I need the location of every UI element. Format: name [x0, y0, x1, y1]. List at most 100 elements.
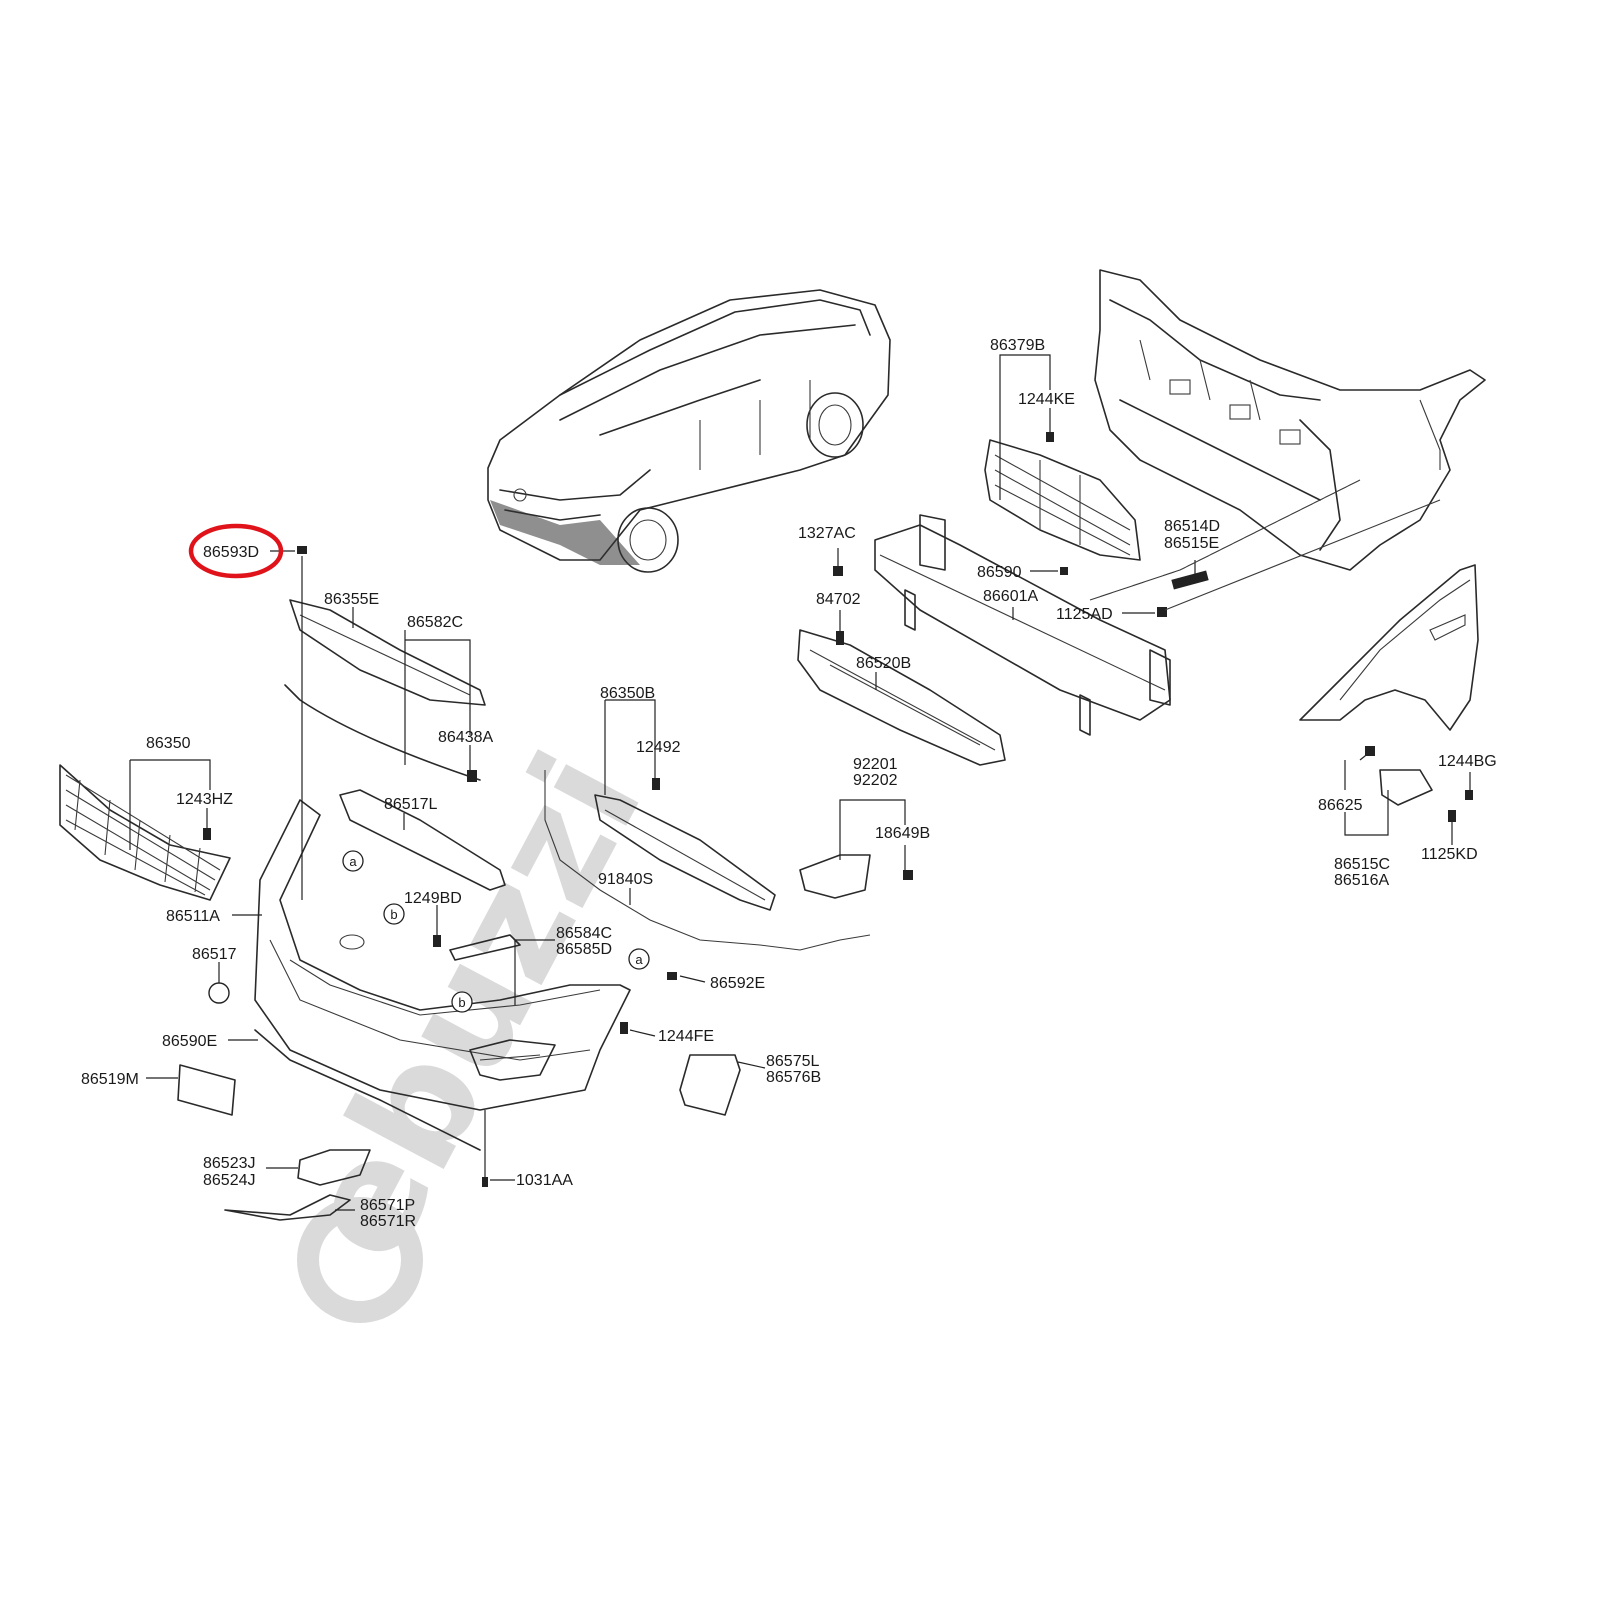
- front-bumper-cover: [254, 799, 631, 1111]
- fastener-1327AC: [833, 566, 843, 576]
- callout-b-2: b: [451, 991, 473, 1013]
- label-86517[interactable]: 86517: [192, 946, 237, 963]
- fastener-86625: [1365, 746, 1375, 756]
- part-labels: 86593D 86355E 86582C 86438A 86350 1243HZ…: [81, 337, 1497, 1230]
- label-86379B[interactable]: 86379B: [990, 337, 1045, 354]
- lower-grille: [594, 794, 776, 911]
- label-92201[interactable]: 92201: [853, 756, 898, 773]
- label-12492[interactable]: 12492: [636, 739, 681, 756]
- label-1327AC[interactable]: 1327AC: [798, 525, 856, 542]
- label-86576B[interactable]: 86576B: [766, 1069, 821, 1086]
- fastener-1125KD: [1448, 810, 1456, 822]
- label-86515C[interactable]: 86515C: [1334, 856, 1390, 873]
- label-86355E[interactable]: 86355E: [324, 591, 379, 608]
- license-plate-bracket: [177, 1064, 236, 1116]
- label-86514D[interactable]: 86514D: [1164, 518, 1220, 535]
- fender-bracket: [1379, 769, 1433, 806]
- label-86575L[interactable]: 86575L: [766, 1053, 819, 1070]
- bumper-beam: [874, 514, 1171, 736]
- callout-a-2: a: [628, 948, 650, 970]
- highlight-ring: [188, 523, 284, 579]
- label-86584C[interactable]: 86584C: [556, 925, 612, 942]
- fastener-1244KE: [1046, 432, 1054, 442]
- label-86438A[interactable]: 86438A: [438, 729, 493, 746]
- fasteners: [203, 432, 1473, 1187]
- car-illustration: [487, 289, 891, 573]
- label-1243HZ[interactable]: 1243HZ: [176, 791, 233, 808]
- label-86590E[interactable]: 86590E: [162, 1033, 217, 1050]
- parking-sensor-wiring: [544, 770, 871, 951]
- label-86350[interactable]: 86350: [146, 735, 191, 752]
- radiator-grille-insert: [984, 439, 1141, 561]
- leader-lines: [129, 354, 1471, 1211]
- label-86350B[interactable]: 86350B: [600, 685, 655, 702]
- side-bracket-strip: [449, 934, 521, 961]
- label-86515E[interactable]: 86515E: [1164, 535, 1219, 552]
- label-91840S[interactable]: 91840S: [598, 871, 653, 888]
- fender: [1299, 564, 1479, 731]
- callout-a-1: a: [342, 850, 364, 872]
- label-86523J[interactable]: 86523J: [203, 1155, 256, 1172]
- fastener-86593D: [297, 546, 307, 554]
- label-86593D[interactable]: 86593D: [203, 544, 259, 561]
- radiator-support: [1094, 269, 1486, 571]
- label-84702[interactable]: 84702: [816, 591, 861, 608]
- fastener-86514D: [1171, 570, 1209, 590]
- fastener-1249BD: [433, 935, 441, 947]
- label-86520B[interactable]: 86520B: [856, 655, 911, 672]
- fastener-86517: [208, 982, 230, 1004]
- fastener-86438A: [467, 770, 477, 782]
- label-86590[interactable]: 86590: [977, 564, 1022, 581]
- label-86511A[interactable]: 86511A: [166, 908, 220, 925]
- fastener-86592E: [667, 972, 677, 980]
- fog-lamp-bracket: [799, 854, 871, 899]
- label-86571R[interactable]: 86571R: [360, 1213, 416, 1230]
- label-1249BD[interactable]: 1249BD: [404, 890, 462, 907]
- label-1031AA[interactable]: 1031AA: [516, 1172, 573, 1189]
- label-86524J[interactable]: 86524J: [203, 1172, 256, 1189]
- fastener-1125AD: [1157, 607, 1167, 617]
- label-92202[interactable]: 92202: [853, 772, 898, 789]
- callout-letter: a: [635, 952, 643, 967]
- label-86592E[interactable]: 86592E: [710, 975, 765, 992]
- hood-molding: [284, 684, 481, 781]
- label-86517L[interactable]: 86517L: [384, 796, 437, 813]
- fastener-86590: [1060, 567, 1068, 575]
- label-18649B[interactable]: 18649B: [875, 825, 930, 842]
- callout-b-1: b: [383, 903, 405, 925]
- label-1244KE[interactable]: 1244KE: [1018, 391, 1075, 408]
- label-86601A[interactable]: 86601A: [983, 588, 1038, 605]
- callout-letter: a: [349, 854, 357, 869]
- label-86625[interactable]: 86625: [1318, 797, 1363, 814]
- label-86516A[interactable]: 86516A: [1334, 872, 1389, 889]
- front-grille: [59, 764, 231, 901]
- label-86582C[interactable]: 86582C: [407, 614, 463, 631]
- label-1125KD[interactable]: 1125KD: [1421, 846, 1478, 863]
- bumper-side-bracket: [679, 1054, 741, 1116]
- watermark-ring: [297, 1197, 423, 1323]
- label-1244FE[interactable]: 1244FE: [658, 1028, 714, 1045]
- fastener-1031AA: [482, 1177, 488, 1187]
- watermark-text: ebuzzi: [268, 727, 676, 1287]
- label-1244BG[interactable]: 1244BG: [1438, 753, 1497, 770]
- fastener-1244FE: [620, 1022, 628, 1034]
- bumper-upper-bracket: [339, 789, 506, 891]
- fastener-1243HZ: [203, 828, 211, 840]
- callout-letter: b: [458, 995, 465, 1010]
- label-1125AD[interactable]: 1125AD: [1056, 606, 1113, 623]
- bumper-lower-strip: [254, 1029, 481, 1151]
- fastener-12492: [652, 778, 660, 790]
- label-86519M[interactable]: 86519M: [81, 1071, 139, 1088]
- fog-lamp-cover: [297, 1149, 371, 1186]
- label-86585D[interactable]: 86585D: [556, 941, 612, 958]
- label-86571P[interactable]: 86571P: [360, 1197, 415, 1214]
- fastener-84702: [836, 631, 844, 645]
- circle-callouts: a b b a: [342, 850, 650, 1013]
- bumper-garnish: [224, 1194, 351, 1221]
- fastener-1244BG: [1465, 790, 1473, 800]
- energy-absorber: [797, 629, 1006, 766]
- callout-letter: b: [390, 907, 397, 922]
- fastener-18649B: [903, 870, 913, 880]
